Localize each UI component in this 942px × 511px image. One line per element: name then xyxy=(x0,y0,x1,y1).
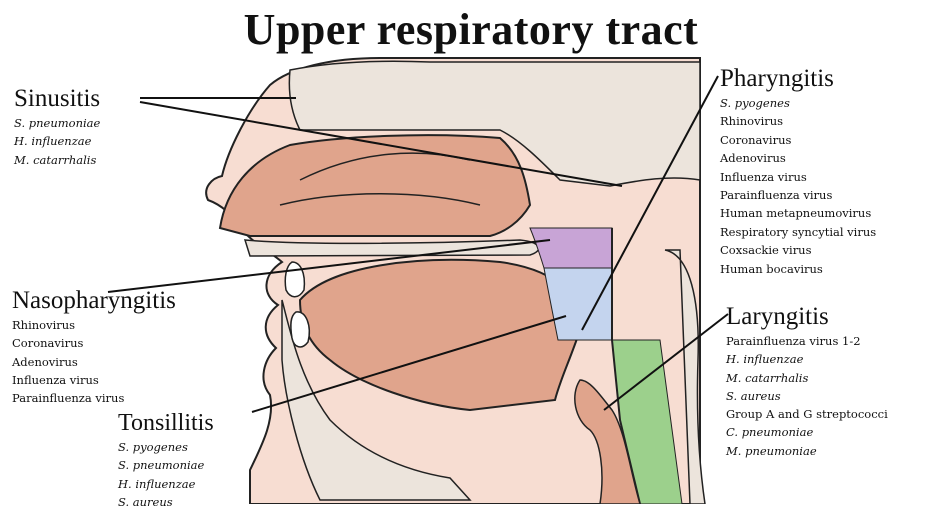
pathogen-item: Coxsackie virus xyxy=(720,241,876,259)
sinusitis-pathogen-list: S. pneumoniae H. influenzae M. catarrhal… xyxy=(14,114,100,169)
pathogen-item: S. pneumoniae xyxy=(118,456,214,474)
nasopharyngitis-pathogen-list: Rhinovirus Coronavirus Adenovirus Influe… xyxy=(12,316,176,407)
upper-teeth xyxy=(285,262,304,297)
pathogen-item: S. pyogenes xyxy=(118,438,214,456)
pathogen-item: H. influenzae xyxy=(14,132,100,150)
pathogen-item: Parainfluenza virus xyxy=(720,186,876,204)
sinusitis-block: Sinusitis S. pneumoniae H. influenzae M.… xyxy=(14,86,100,169)
pathogen-item: Influenza virus xyxy=(720,168,876,186)
pathogen-item: Coronavirus xyxy=(12,334,176,352)
nasopharynx-zone xyxy=(530,228,612,268)
pathogen-item: M. pneumoniae xyxy=(726,442,888,460)
pathogen-item: Adenovirus xyxy=(12,353,176,371)
pathogen-item: Human bocavirus xyxy=(720,260,876,278)
pathogen-item: Rhinovirus xyxy=(720,112,876,130)
pharyngitis-block: Pharyngitis S. pyogenes Rhinovirus Coron… xyxy=(720,66,876,278)
pathogen-item: Group A and G streptococci xyxy=(726,405,888,423)
tonsillitis-heading: Tonsillitis xyxy=(118,410,214,436)
sinusitis-heading: Sinusitis xyxy=(14,86,100,112)
pathogen-item: M. catarrhalis xyxy=(14,151,100,169)
pathogen-item: Influenza virus xyxy=(12,371,176,389)
nasopharyngitis-heading: Nasopharyngitis xyxy=(12,288,176,314)
pathogen-item: S. aureus xyxy=(118,493,214,511)
laryngitis-pathogen-list: Parainfluenza virus 1-2 H. influenzae M.… xyxy=(726,332,888,460)
pathogen-item: Human metapneumovirus xyxy=(720,204,876,222)
pathogen-item: H. influenzae xyxy=(726,350,888,368)
laryngitis-heading: Laryngitis xyxy=(726,304,888,330)
pathogen-item: Adenovirus xyxy=(720,149,876,167)
pharyngitis-heading: Pharyngitis xyxy=(720,66,876,92)
lower-teeth xyxy=(291,312,309,347)
pathogen-item: S. pyogenes xyxy=(720,94,876,112)
tonsillitis-pathogen-list: S. pyogenes S. pneumoniae H. influenzae … xyxy=(118,438,214,511)
pathogen-item: H. influenzae xyxy=(118,475,214,493)
pathogen-item: Parainfluenza virus xyxy=(12,389,176,407)
nasopharyngitis-block: Nasopharyngitis Rhinovirus Coronavirus A… xyxy=(12,288,176,407)
pathogen-item: M. catarrhalis xyxy=(726,369,888,387)
pathogen-item: S. pneumoniae xyxy=(14,114,100,132)
page-title: Upper respiratory tract xyxy=(0,4,942,55)
laryngitis-block: Laryngitis Parainfluenza virus 1-2 H. in… xyxy=(726,304,888,460)
pathogen-item: Respiratory syncytial virus xyxy=(720,223,876,241)
tonsillitis-block: Tonsillitis S. pyogenes S. pneumoniae H.… xyxy=(118,410,214,511)
pathogen-item: Coronavirus xyxy=(720,131,876,149)
pharyngitis-pathogen-list: S. pyogenes Rhinovirus Coronavirus Adeno… xyxy=(720,94,876,278)
pathogen-item: Parainfluenza virus 1-2 xyxy=(726,332,888,350)
pathogen-item: Rhinovirus xyxy=(12,316,176,334)
pathogen-item: S. aureus xyxy=(726,387,888,405)
pathogen-item: C. pneumoniae xyxy=(726,423,888,441)
